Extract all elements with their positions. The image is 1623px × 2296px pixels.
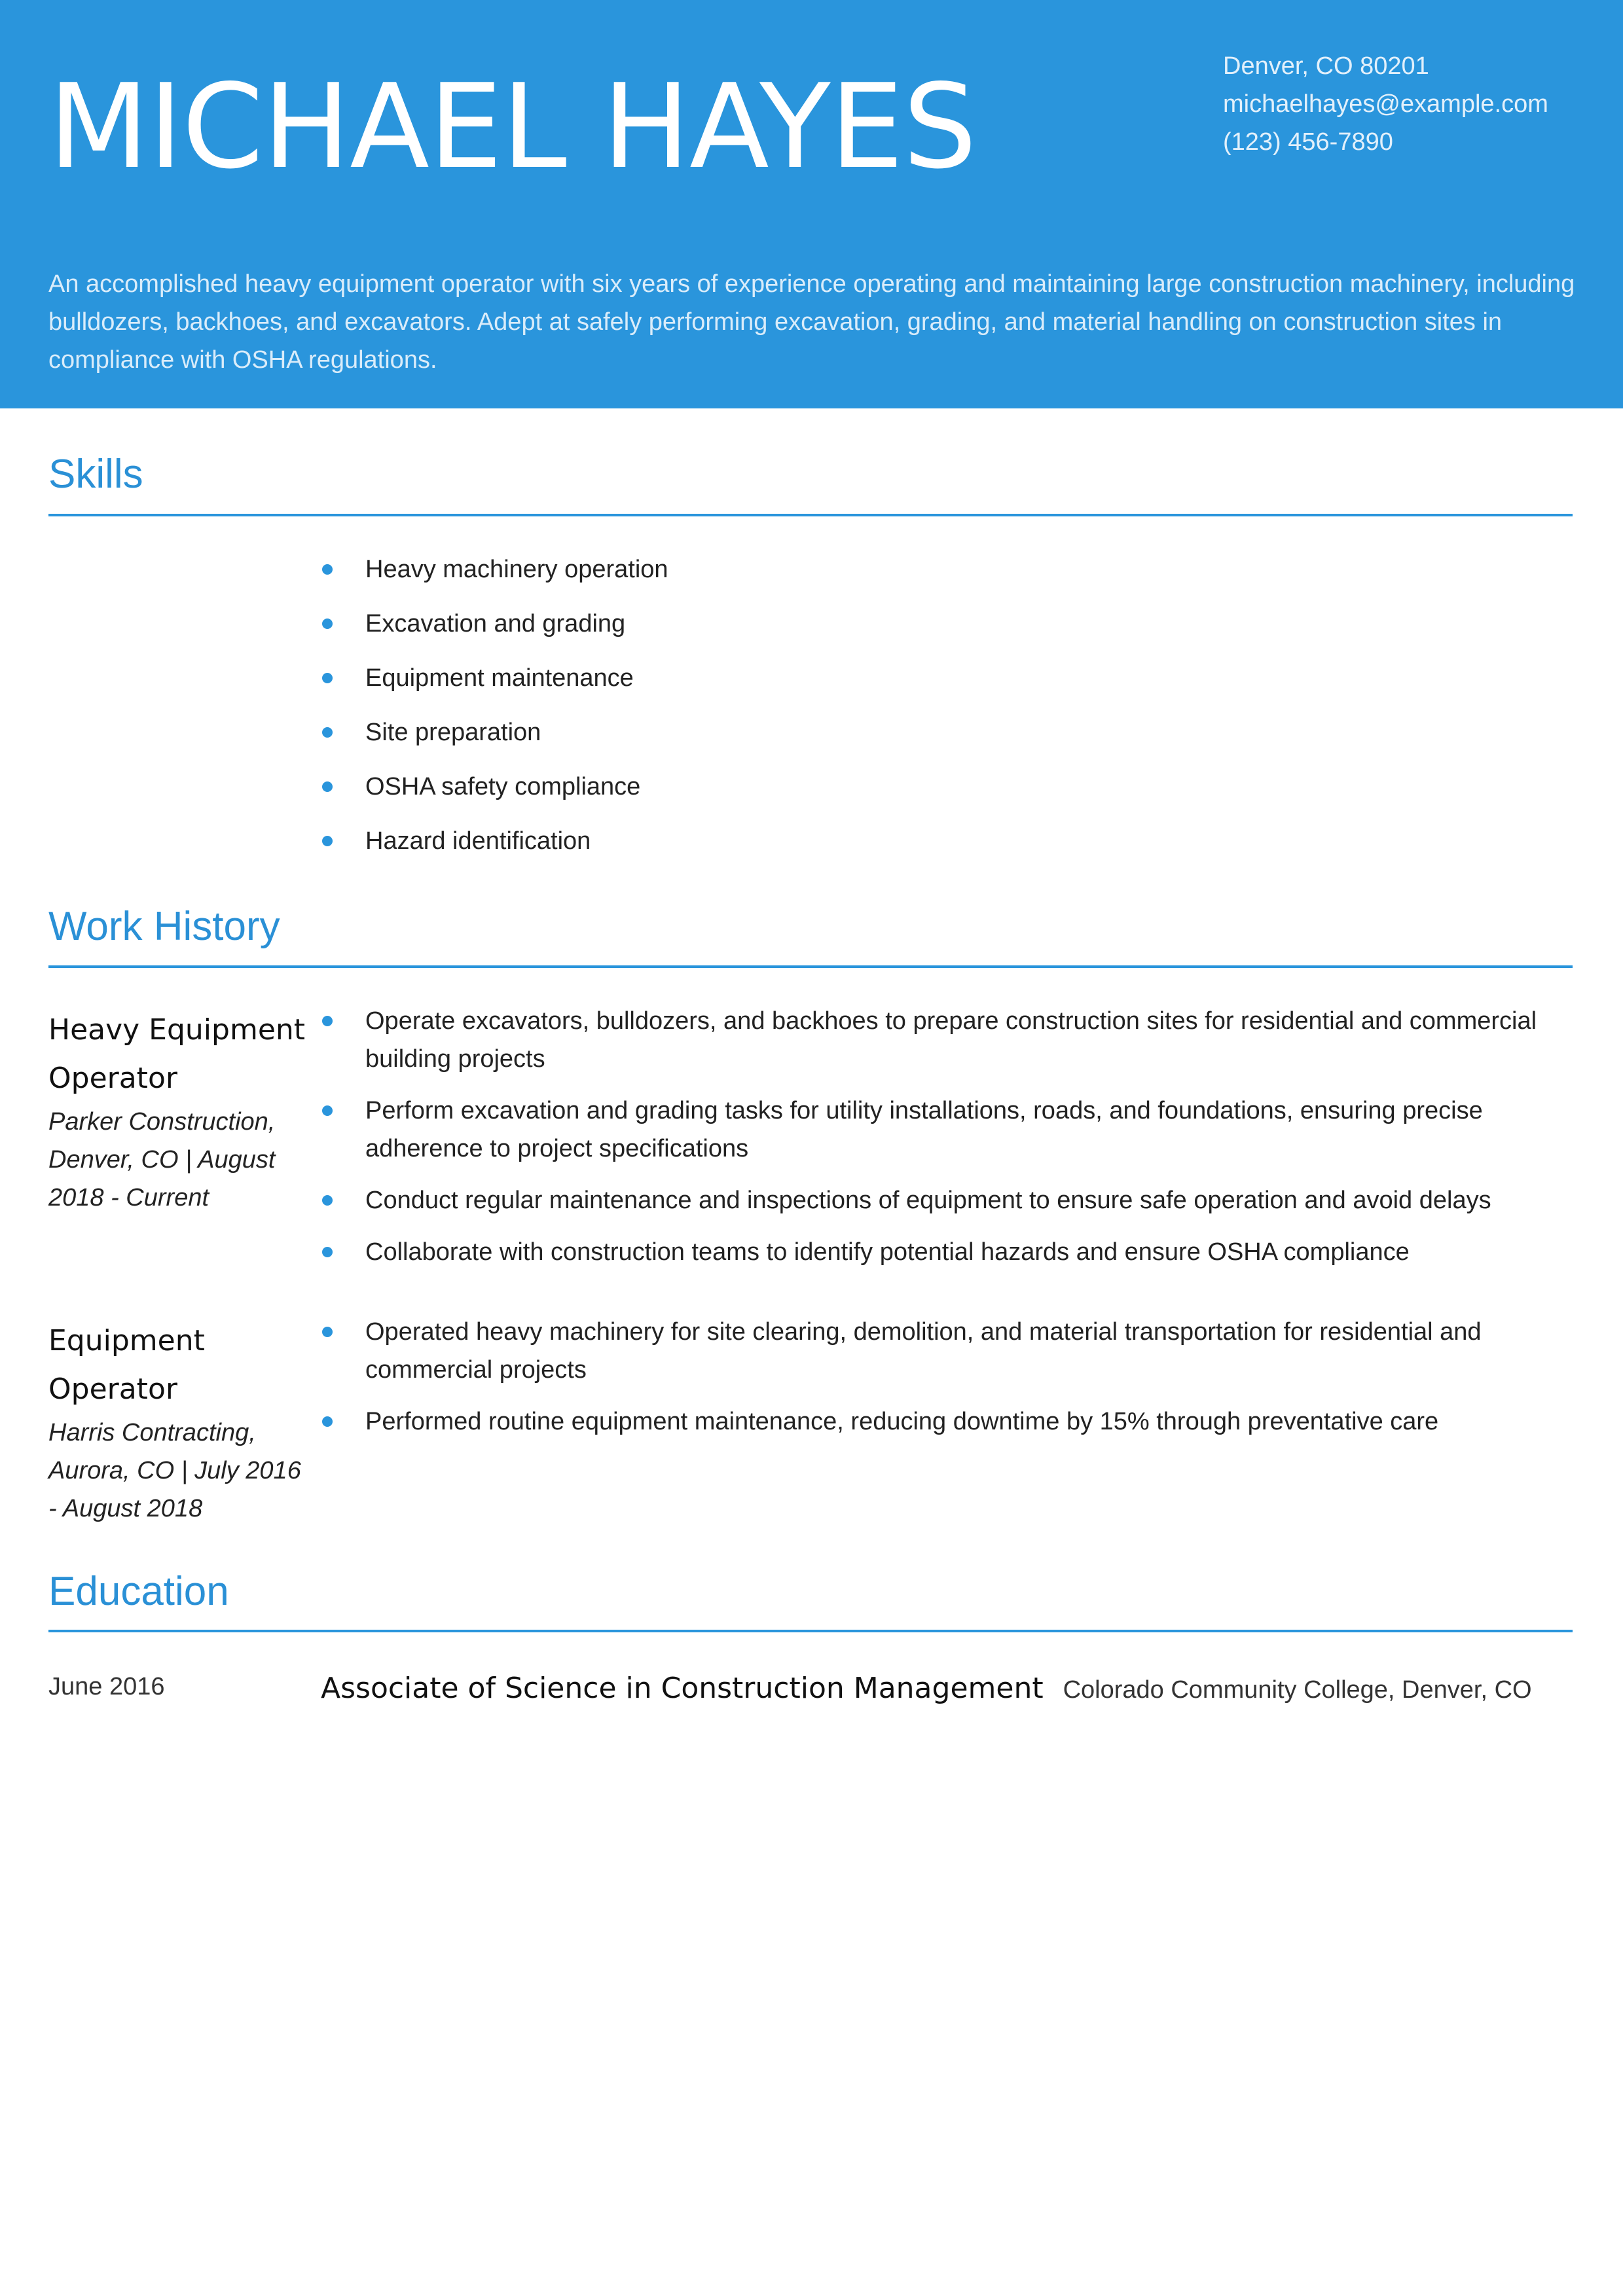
job-employer-dates: Parker Construction, Denver, CO | August… [48,1108,276,1211]
job-2-summary: Equipment Operator Harris Contracting, A… [48,1317,310,1528]
skill-text: Heavy machinery operation [365,556,668,583]
bullet-icon [322,1416,333,1427]
contact-block: Denver, CO 80201 michaelhayes@example.co… [1223,47,1548,161]
education-divider [48,1630,1573,1632]
skill-item: OSHA safety compliance [321,768,1565,806]
education-heading: Education [48,1569,229,1614]
job-employer-dates: Harris Contracting, Aurora, CO | July 20… [48,1419,301,1522]
school-name: Colorado Community College, Denver, CO [1063,1676,1532,1704]
bullet-icon [322,727,333,738]
skill-text: Site preparation [365,719,541,746]
bullet-icon [322,1016,333,1026]
skill-item: Equipment maintenance [321,659,1565,697]
skills-list: Heavy machinery operation Excavation and… [321,550,1565,876]
duty-item: Collaborate with construction teams to i… [321,1233,1565,1271]
work-history-heading: Work History [48,904,280,949]
bullet-icon [322,1195,333,1206]
bullet-icon [322,619,333,629]
duty-text: Perform excavation and grading tasks for… [365,1097,1483,1162]
bullet-icon [322,836,333,846]
resume-header: MICHAEL HAYES Denver, CO 80201 michaelha… [0,0,1623,408]
bullet-icon [322,1327,333,1337]
skill-text: Equipment maintenance [365,664,634,692]
bullet-icon [322,781,333,792]
job-title: Equipment Operator [48,1324,205,1406]
skill-item: Hazard identification [321,822,1565,860]
skill-text: OSHA safety compliance [365,773,641,800]
bullet-icon [322,673,333,683]
skill-item: Site preparation [321,713,1565,751]
skill-item: Excavation and grading [321,605,1565,643]
candidate-name: MICHAEL HAYES [48,59,977,194]
skill-text: Excavation and grading [365,610,626,637]
education-entry: Associate of Science in Construction Man… [321,1672,1532,1705]
degree-name: Associate of Science in Construction Man… [321,1672,1044,1705]
duty-item: Perform excavation and grading tasks for… [321,1092,1565,1168]
bullet-icon [322,1105,333,1116]
duty-item: Operate excavators, bulldozers, and back… [321,1002,1565,1078]
bullet-icon [322,564,333,575]
contact-phone[interactable]: (123) 456-7890 [1223,128,1393,156]
skill-text: Hazard identification [365,827,591,855]
duty-text: Operated heavy machinery for site cleari… [365,1318,1482,1384]
job-1-duties: Operate excavators, bulldozers, and back… [321,1002,1565,1285]
bullet-icon [322,1247,333,1257]
duty-item: Performed routine equipment maintenance,… [321,1403,1565,1441]
duty-item: Operated heavy machinery for site cleari… [321,1313,1565,1389]
contact-address: Denver, CO 80201 [1223,52,1429,80]
job-2-duties: Operated heavy machinery for site cleari… [321,1313,1565,1454]
duty-item: Conduct regular maintenance and inspecti… [321,1181,1565,1219]
duty-text: Collaborate with construction teams to i… [365,1238,1410,1266]
skills-divider [48,514,1573,516]
job-title: Heavy Equipment Operator [48,1013,306,1095]
professional-summary: An accomplished heavy equipment operator… [48,270,1575,374]
skills-heading: Skills [48,452,143,497]
education-date: June 2016 [48,1673,165,1700]
duty-text: Conduct regular maintenance and inspecti… [365,1187,1491,1214]
job-1-summary: Heavy Equipment Operator Parker Construc… [48,1006,310,1217]
duty-text: Performed routine equipment maintenance,… [365,1408,1439,1435]
work-history-divider [48,965,1573,968]
skill-item: Heavy machinery operation [321,550,1565,588]
duty-text: Operate excavators, bulldozers, and back… [365,1007,1537,1073]
contact-email[interactable]: michaelhayes@example.com [1223,90,1548,118]
